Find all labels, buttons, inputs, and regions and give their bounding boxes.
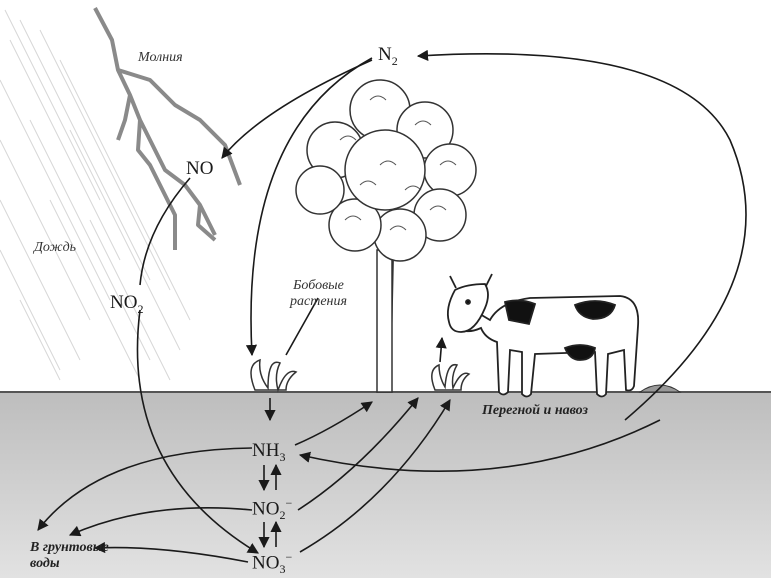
label-no: NO	[186, 158, 213, 180]
label-legumes-line1: Бобовые	[290, 278, 347, 294]
label-humus: Перегной и навоз	[482, 403, 588, 419]
label-legumes: Бобовые растения	[290, 278, 347, 310]
grass-plant	[432, 365, 469, 390]
label-lightning: Молния	[138, 50, 183, 66]
label-n2: N2	[378, 44, 398, 69]
label-groundwater: В грунтовые воды	[30, 540, 109, 572]
label-nitrate: NO3−	[252, 550, 292, 577]
cow	[448, 274, 638, 397]
label-rain: Дождь	[34, 240, 76, 256]
label-nitrite: NO2−	[252, 496, 292, 523]
label-nh3: NH3	[252, 440, 285, 465]
arrow-cow-to-n2	[418, 54, 746, 420]
label-legumes-line2: растения	[290, 294, 347, 310]
label-groundwater-line2: воды	[30, 556, 109, 572]
arrow-grass-to-cow	[440, 338, 442, 362]
legume-plant	[251, 360, 296, 390]
label-groundwater-line1: В грунтовые	[30, 540, 109, 556]
label-no2: NO2	[110, 292, 143, 317]
tree	[296, 80, 476, 392]
